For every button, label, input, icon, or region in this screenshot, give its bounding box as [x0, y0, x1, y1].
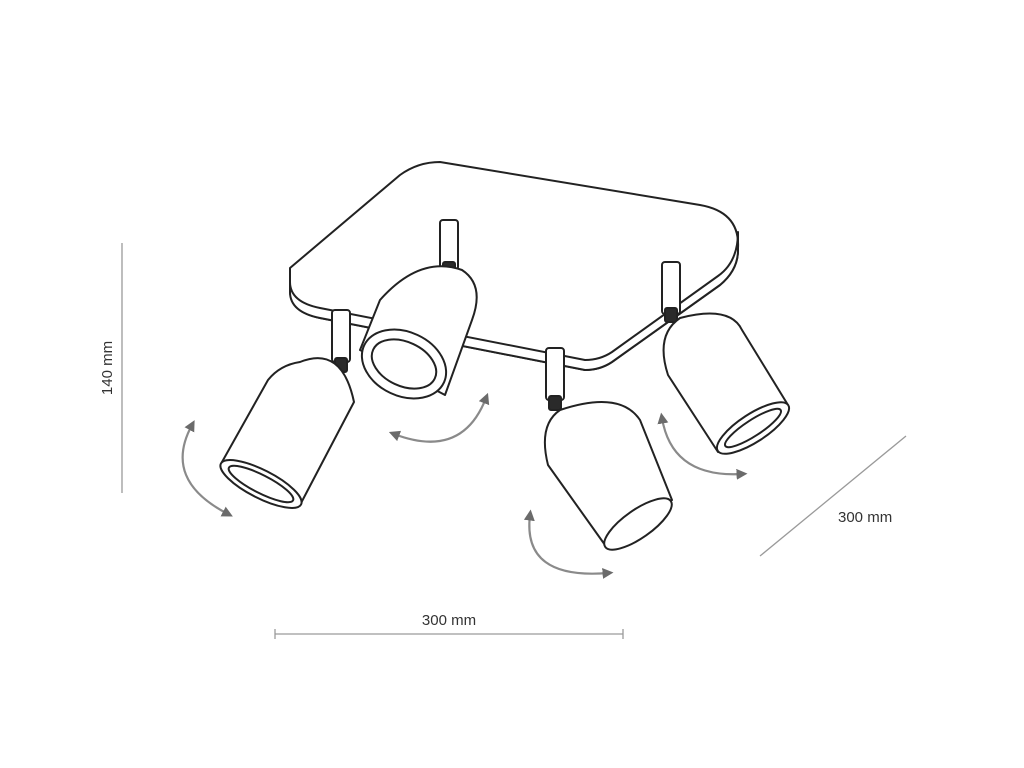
spotlight-icon — [543, 347, 673, 551]
spotlight-icon — [219, 309, 355, 509]
rotation-arrow-icon — [523, 509, 614, 579]
depth-dimension-line — [759, 435, 907, 557]
depth-label: 300 mm — [838, 509, 892, 526]
width-label: 300 mm — [422, 612, 476, 629]
rotation-arrow-icon — [181, 420, 233, 517]
rotation-arrow-icon — [388, 392, 490, 443]
height-label: 140 mm — [99, 341, 116, 395]
width-dimension-line — [274, 629, 624, 639]
rotation-arrow-icon — [657, 412, 748, 480]
